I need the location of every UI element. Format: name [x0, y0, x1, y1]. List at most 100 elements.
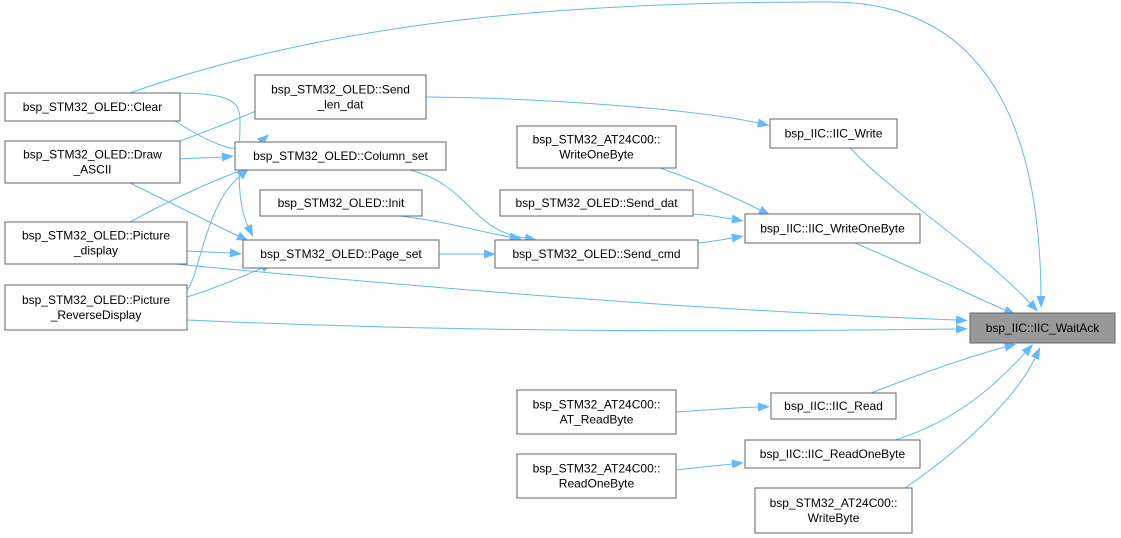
edge-clear-to-waitack	[129, 1, 1046, 308]
node-iicwrite1[interactable]: bsp_IIC::IIC_WriteOneByte	[744, 213, 921, 244]
node-at24write1[interactable]: bsp_STM32_AT24C00::WriteOneByte	[516, 125, 677, 169]
node-draw[interactable]: bsp_STM32_OLED::Draw_ASCII	[4, 140, 181, 184]
node-sendcmd[interactable]: bsp_STM32_OLED::Send_cmd	[494, 239, 699, 269]
arrow-head	[1036, 296, 1046, 308]
node-label: _ASCII	[72, 163, 111, 177]
arrow-head	[731, 233, 744, 243]
edge-line	[179, 110, 257, 142]
edge-line	[675, 463, 733, 471]
node-box[interactable]	[234, 141, 447, 171]
node-label: bsp_STM32_OLED::Column_set	[253, 149, 428, 163]
edge-iicread-to-waitack	[870, 342, 1017, 394]
node-init[interactable]: bsp_STM32_OLED::Init	[259, 189, 423, 217]
node-label: _display	[73, 244, 118, 258]
edge-line	[179, 156, 223, 160]
arrow-head	[1003, 342, 1017, 352]
node-waitack[interactable]: bsp_IIC::IIC_WaitAck	[969, 312, 1116, 344]
edge-picdisp-to-waitack	[174, 263, 968, 325]
edge-line	[904, 357, 1036, 489]
node-box[interactable]	[4, 221, 188, 265]
edge-line	[854, 242, 1006, 311]
arrow-head	[484, 249, 496, 259]
nodes-layer: bsp_IIC::IIC_WaitAck bsp_STM32_OLED::Clea…	[4, 74, 1116, 534]
node-box[interactable]	[516, 453, 677, 499]
node-box[interactable]	[4, 92, 181, 122]
node-box[interactable]	[754, 487, 913, 534]
node-box[interactable]	[516, 389, 677, 435]
node-label: AT_ReadByte	[560, 413, 634, 427]
node-label: bsp_STM32_AT24C00::	[533, 462, 661, 476]
edge-line	[659, 167, 761, 211]
node-box[interactable]	[499, 189, 694, 217]
node-label: bsp_IIC::IIC_WriteOneByte	[760, 222, 905, 236]
node-box[interactable]	[259, 189, 423, 217]
node-label: _ReverseDisplay	[50, 308, 142, 322]
node-label: bsp_IIC::IIC_Read	[784, 399, 883, 413]
arrow-head	[955, 315, 968, 325]
edge-line	[849, 147, 1031, 304]
node-iicread1[interactable]: bsp_IIC::IIC_ReadOneByte	[744, 439, 921, 469]
edge-line	[675, 406, 759, 413]
arrow-head	[731, 214, 744, 224]
node-box[interactable]	[516, 125, 677, 169]
edge-sendcmd-to-iicwrite1	[697, 233, 744, 244]
node-picrev[interactable]: bsp_STM32_OLED::Picture_ReverseDisplay	[4, 284, 188, 331]
node-box[interactable]	[4, 140, 181, 184]
edge-draw-to-sendlen	[179, 106, 267, 142]
arrow-head	[1021, 344, 1034, 357]
edge-writebyte-to-waitack	[904, 347, 1041, 489]
arrow-head	[221, 152, 234, 162]
node-label: WriteByte	[808, 511, 860, 525]
edge-line	[174, 263, 957, 321]
node-label: bsp_STM32_OLED::Send	[271, 83, 410, 97]
node-label: _len_dat	[316, 98, 364, 112]
edge-atread-to-iicread	[675, 402, 770, 413]
edge-iicwrite-to-waitack	[849, 147, 1039, 312]
node-box[interactable]	[769, 118, 898, 149]
node-box[interactable]	[969, 312, 1116, 344]
node-writebyte[interactable]: bsp_STM32_AT24C00::WriteByte	[754, 487, 913, 534]
edge-line	[399, 215, 511, 238]
node-box[interactable]	[254, 74, 427, 120]
node-readone[interactable]: bsp_STM32_AT24C00::ReadOneByte	[516, 453, 677, 499]
node-colset[interactable]: bsp_STM32_OLED::Column_set	[234, 141, 447, 171]
node-label: bsp_IIC::IIC_WaitAck	[986, 321, 1101, 335]
node-sendlen[interactable]: bsp_STM32_OLED::Send_len_dat	[254, 74, 427, 120]
arrow-head	[956, 324, 968, 334]
edge-init-to-sendcmd	[399, 215, 522, 242]
edge-line	[692, 213, 733, 220]
edge-iicread1-to-waitack	[894, 344, 1034, 441]
node-box[interactable]	[744, 439, 921, 469]
arrow-head	[237, 168, 250, 180]
arrow-head	[757, 118, 770, 128]
edge-line	[186, 250, 231, 254]
node-label: bsp_IIC::IIC_Write	[785, 127, 883, 141]
edge-line	[425, 96, 759, 124]
node-label: bsp_IIC::IIC_ReadOneByte	[760, 447, 906, 461]
edge-clear-to-colset	[159, 92, 254, 237]
node-label: bsp_STM32_OLED::Picture	[22, 293, 170, 307]
node-atread[interactable]: bsp_STM32_AT24C00::AT_ReadByte	[516, 389, 677, 435]
node-label: bsp_STM32_OLED::Send_cmd	[512, 247, 680, 261]
node-label: bsp_STM32_OLED::Clear	[23, 100, 162, 114]
node-box[interactable]	[744, 213, 921, 244]
arrow-head	[236, 231, 249, 242]
node-label: bsp_STM32_AT24C00::	[533, 133, 661, 147]
node-box[interactable]	[494, 239, 699, 269]
node-senddat[interactable]: bsp_STM32_OLED::Send_dat	[499, 189, 694, 217]
edge-readone-to-iicread1	[675, 459, 744, 471]
edges-layer	[129, 1, 1046, 489]
node-iicread[interactable]: bsp_IIC::IIC_Read	[770, 392, 897, 420]
node-box[interactable]	[242, 239, 440, 269]
node-pageset[interactable]: bsp_STM32_OLED::Page_set	[242, 239, 440, 269]
edge-iicwrite1-to-waitack	[854, 242, 1016, 315]
node-box[interactable]	[4, 284, 188, 331]
node-picdisp[interactable]: bsp_STM32_OLED::Picture_display	[4, 221, 188, 265]
edge-pageset-to-sendcmd	[439, 249, 496, 259]
node-label: bsp_STM32_OLED::Draw	[23, 148, 162, 162]
edge-line	[894, 352, 1026, 441]
node-clear[interactable]: bsp_STM32_OLED::Clear	[4, 92, 181, 122]
node-iicwrite[interactable]: bsp_IIC::IIC_Write	[769, 118, 898, 149]
arrow-head	[731, 459, 744, 469]
node-box[interactable]	[770, 392, 897, 420]
